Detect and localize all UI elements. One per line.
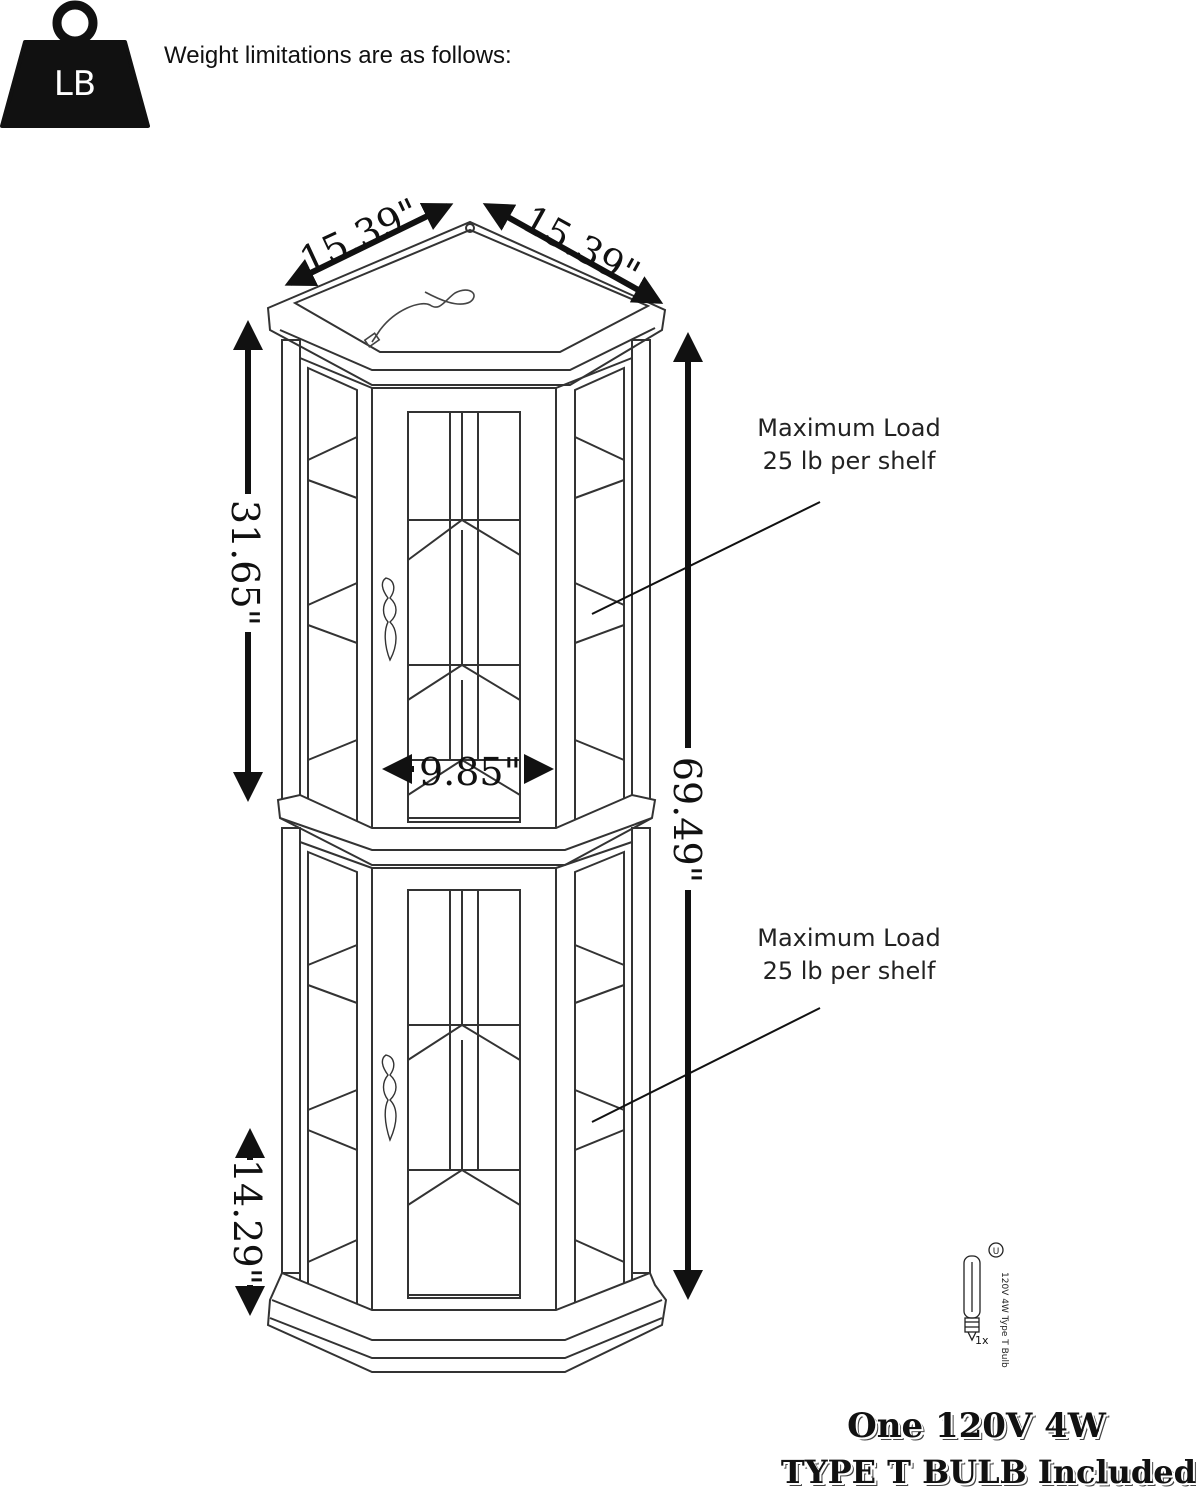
shelf-load-lower: Maximum Load 25 lb per shelf (729, 922, 969, 988)
door-handle-icon (381, 1054, 397, 1142)
bulb-note-line2: TYPE T BULB Included (780, 1453, 1196, 1491)
shelf-load-upper: Maximum Load 25 lb per shelf (729, 412, 969, 478)
dim-total-height: 69.49" (665, 757, 709, 883)
load-leader-bottom (591, 1007, 821, 1123)
shelf-load-lower-line1: Maximum Load (757, 924, 941, 952)
shelf-load-upper-line1: Maximum Load (757, 414, 941, 442)
bulb-note: One 120V 4W TYPE T BULB Included (760, 1402, 1196, 1494)
power-cord-icon (363, 289, 475, 348)
bulb-quantity: 1x (975, 1334, 989, 1347)
bulb-spec: 120V 4W Type T Bulb (999, 1272, 1009, 1368)
weight-icon: LB (0, 0, 150, 128)
cabinet-outline (266, 220, 668, 1373)
bulb-icon: U (963, 1242, 1004, 1342)
bulb-note-line1: One 120V 4W (847, 1406, 1106, 1446)
shelf-load-upper-line2: 25 lb per shelf (762, 447, 936, 475)
door-handle-icon (381, 577, 397, 662)
dim-upper-height: 31.65" (223, 500, 267, 626)
dim-base-height: 14.29" (225, 1159, 269, 1285)
dim-door-width: 9.85" (419, 750, 521, 794)
intro-text: Weight limitations are as follows: (164, 42, 512, 69)
svg-text:U: U (993, 1247, 1000, 1257)
weight-icon-label: LB (54, 64, 96, 104)
shelf-load-lower-line2: 25 lb per shelf (762, 957, 936, 985)
load-leader-top (591, 501, 821, 615)
